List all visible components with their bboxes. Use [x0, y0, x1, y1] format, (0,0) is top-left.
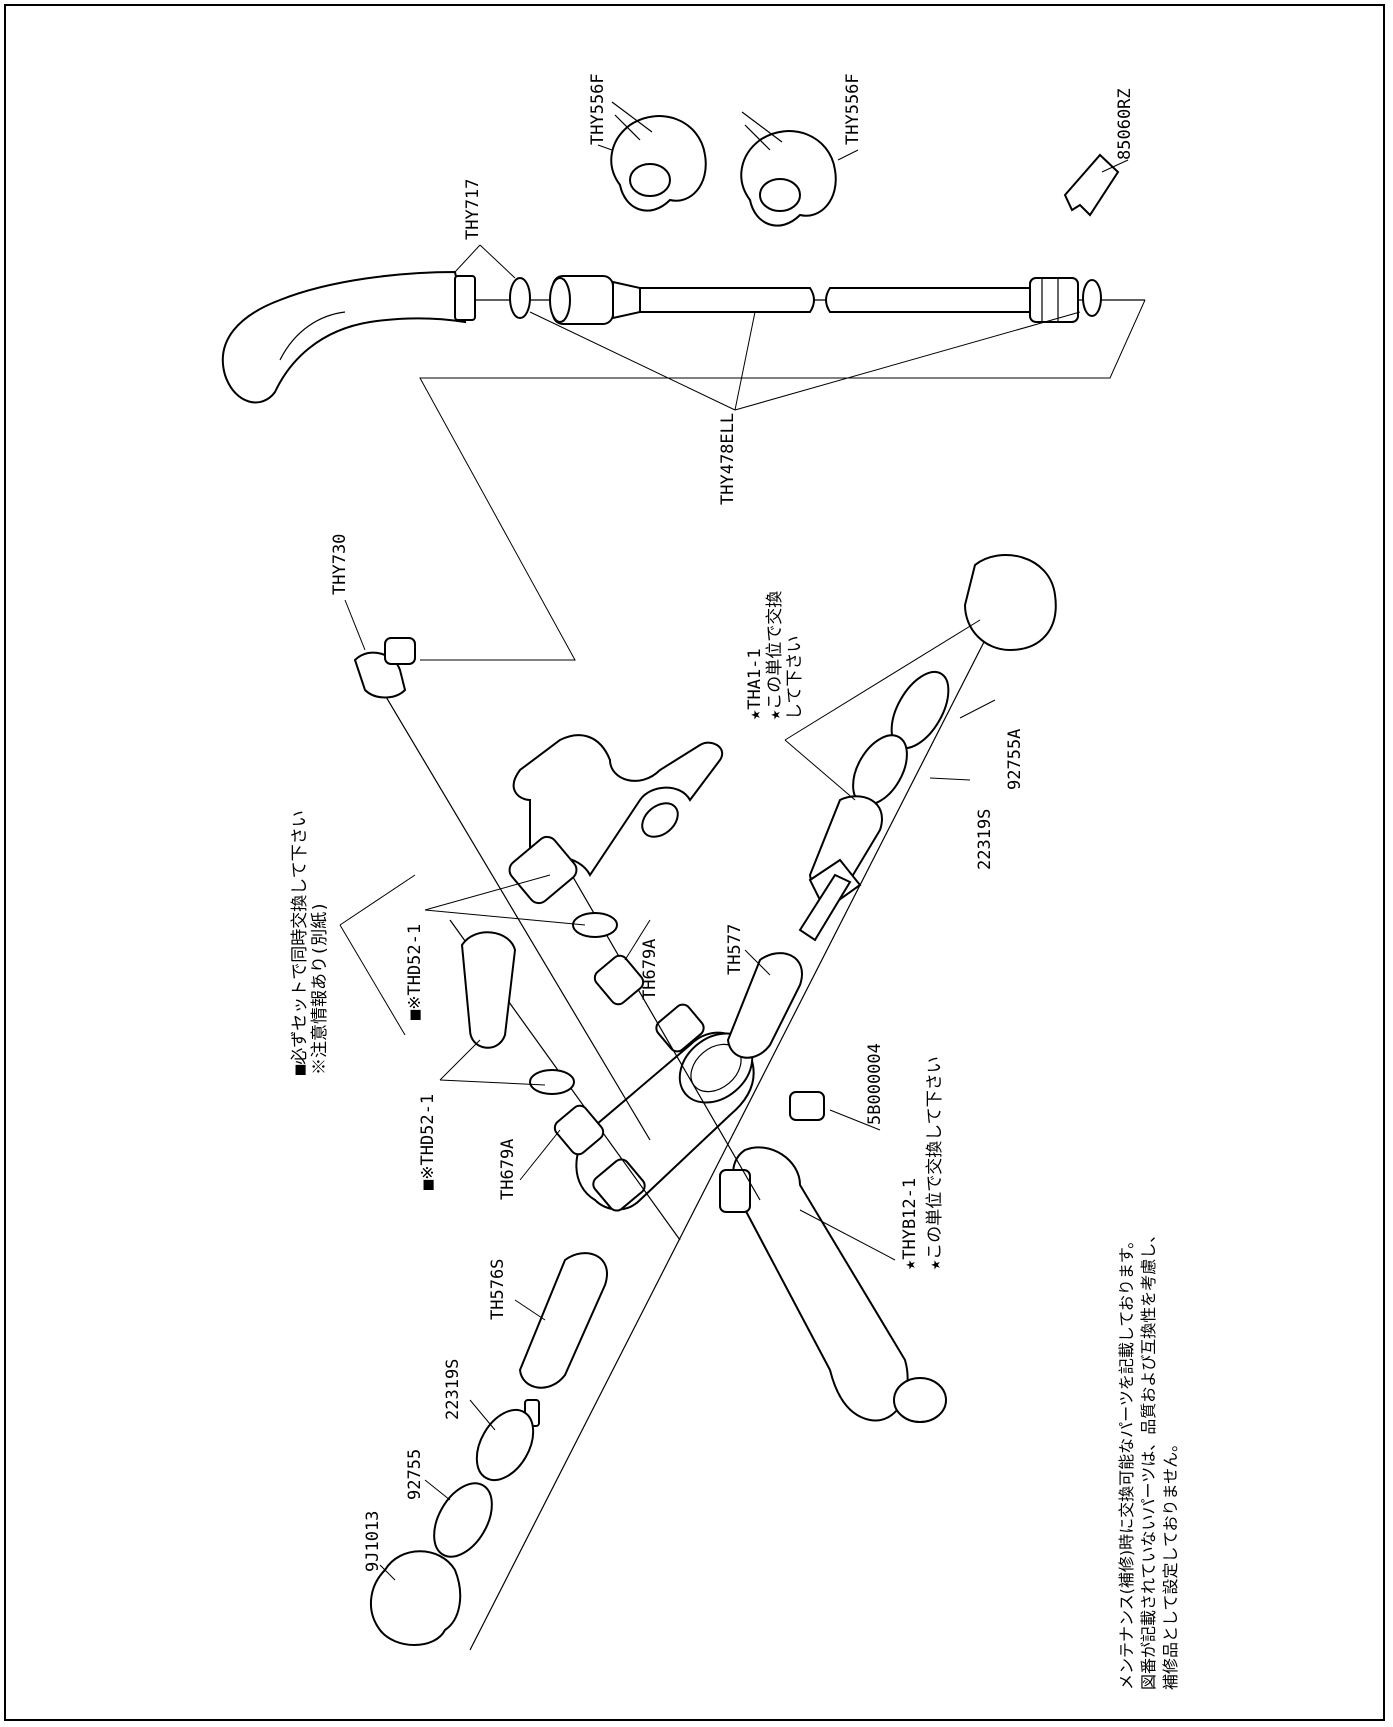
label-9j1013: 9J1013 — [363, 1511, 383, 1572]
label-thy478ell: THY478ELL — [718, 413, 738, 505]
cartridge-right-stack — [726, 554, 1057, 1059]
drawing-frame — [4, 4, 1385, 1721]
label-22319s-bottom: 22319S — [443, 1359, 463, 1420]
check-valve-bottom — [553, 1104, 605, 1156]
label-22319s-top: 22319S — [975, 809, 995, 870]
cartridge-th576s — [518, 1252, 608, 1389]
label-th577: TH577 — [725, 924, 745, 975]
label-85060rz: 85060RZ — [1115, 88, 1135, 160]
label-thd52-top: ■※THD52-1 — [405, 924, 425, 1020]
footnote-line2: 図番が記載されていないパーツは、品質および互換性を考慮し、 — [1139, 1227, 1158, 1690]
handle-9j1013 — [369, 1550, 462, 1646]
ring-92755 — [433, 1482, 493, 1558]
label-thy556f-1: THY556F — [588, 73, 608, 145]
label-92755a: 92755A — [1005, 729, 1025, 790]
washer-2 — [1082, 279, 1102, 317]
label-tha1: ★THA1-1 — [745, 648, 765, 720]
hose-holder-1 — [610, 101, 707, 212]
cartridge-left-stack — [369, 1252, 608, 1646]
shower-head-thread — [454, 275, 476, 321]
check-valve-top — [593, 954, 645, 1006]
leader-lines — [339, 144, 1129, 1581]
washer-1 — [509, 277, 531, 319]
nut-22319s-bottom — [475, 1408, 535, 1482]
union-nut-top — [508, 835, 578, 905]
upper-valve-group — [353, 637, 723, 1156]
footnote-line1: メンテナンス(補修)時に交換可能なパーツを記載しております。 — [1117, 1233, 1136, 1690]
body-port-right — [655, 1003, 705, 1053]
label-th679a-bottom: TH679A — [498, 1139, 518, 1200]
hose-segment-1 — [639, 287, 815, 313]
shower-head — [221, 270, 467, 404]
label-set-note1: ■必ずセットで同時交換して下さい — [290, 810, 310, 1075]
washer-bottom — [529, 1069, 575, 1095]
key-icon — [1063, 153, 1120, 217]
footnote: メンテナンス(補修)時に交換可能なパーツを記載しております。 図番が記載されてい… — [1117, 1227, 1180, 1690]
label-thy556f-2: THY556F — [843, 73, 863, 145]
label-thyb12: ★THYB12-1 — [900, 1178, 920, 1270]
spout-end — [893, 1377, 947, 1423]
label-th679a-top: TH679A — [640, 939, 660, 1000]
screw-5b000004 — [789, 1091, 825, 1121]
label-set-note2: ※注意情報あり(別紙) — [310, 902, 330, 1075]
label-thyb12-note: ★この単位で交換して下さい — [925, 1056, 945, 1270]
handle-knob-right — [963, 554, 1057, 652]
label-thd52-bottom: ■※THD52-1 — [418, 1094, 438, 1190]
part-labels: THY556F THY556F 85060RZ THY717 THY478ELL… — [290, 73, 1135, 1572]
hose-holder-2 — [740, 111, 837, 227]
cartridge-th577 — [726, 952, 803, 1059]
eccentric-leg — [512, 734, 723, 877]
shaft-th577 — [798, 873, 852, 942]
label-th576s: TH576S — [488, 1259, 508, 1320]
hose-nut-right — [1029, 277, 1079, 323]
label-thy730: THY730 — [330, 534, 350, 595]
hose-assembly — [221, 270, 1146, 661]
washer-top — [572, 912, 618, 938]
label-tha1-note1: ★この単位で交換 — [765, 591, 785, 720]
label-tha1-note2: して下さい — [785, 636, 805, 721]
lower-spout — [732, 1146, 909, 1422]
spout-thread — [719, 1169, 751, 1213]
faucet-body — [575, 1003, 947, 1423]
label-thy717: THY717 — [463, 179, 483, 240]
hose-segment-2 — [825, 287, 1031, 313]
union-nut-bottom — [460, 931, 517, 1049]
footnote-line3: 補修品として設定しておりません。 — [1161, 1436, 1180, 1690]
label-5b000004: 5B000004 — [865, 1043, 885, 1125]
label-92755: 92755 — [405, 1449, 425, 1500]
